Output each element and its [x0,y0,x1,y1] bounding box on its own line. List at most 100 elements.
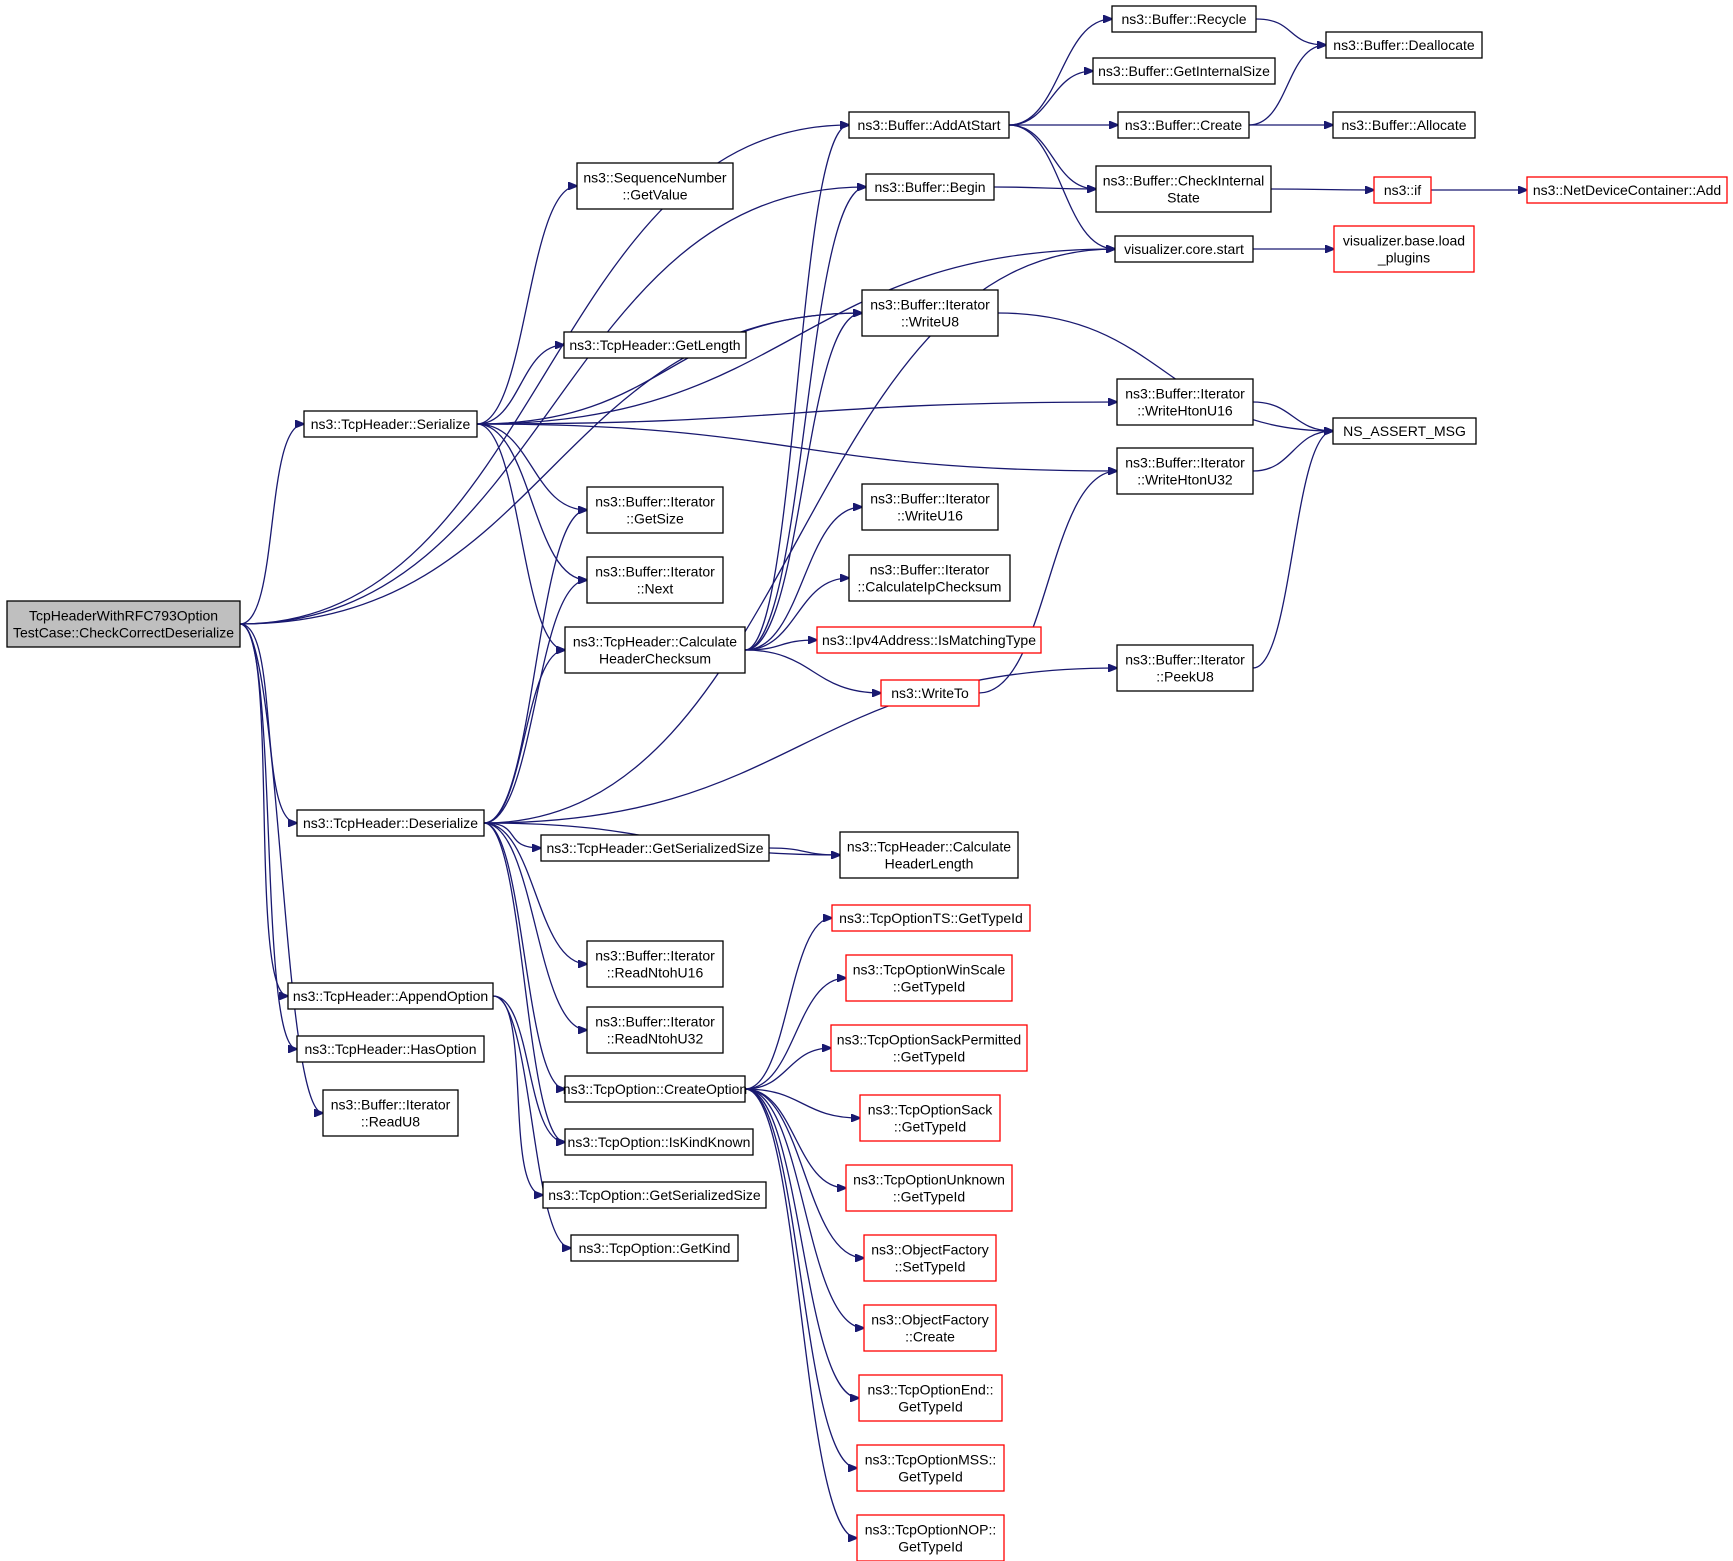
node-label: ::WriteU8 [901,314,959,330]
node-label: ns3::Buffer::Iterator [870,297,990,313]
node-next[interactable]: ns3::Buffer::Iterator::Next [586,556,724,604]
node-mssgettypeid[interactable]: ns3::TcpOptionMSS::GetTypeId [856,1444,1005,1492]
node-iskindknown[interactable]: ns3::TcpOption::IsKindKnown [564,1128,754,1156]
node-label: ns3::TcpOptionMSS:: [865,1452,997,1468]
node-writehtonu16[interactable]: ns3::Buffer::Iterator::WriteHtonU16 [1116,378,1254,426]
node-optserializedsize[interactable]: ns3::TcpOption::GetSerializedSize [542,1181,767,1209]
node-label: ns3::TcpOption::IsKindKnown [568,1134,751,1150]
node-label: _plugins [1377,250,1430,266]
node-label: ns3::Ipv4Address::IsMatchingType [822,632,1036,648]
edge-serialize-to-writehtonu32 [476,423,1117,471]
node-box [1117,111,1250,139]
node-serialize[interactable]: ns3::TcpHeader::Serialize [303,410,478,438]
node-getkind[interactable]: ns3::TcpOption::GetKind [570,1234,739,1262]
edge-root-to-addatstart [239,125,849,625]
node-box [848,111,1010,139]
node-sackpermgettypeid[interactable]: ns3::TcpOptionSackPermitted::GetTypeId [830,1024,1028,1072]
node-label: ns3::if [1384,182,1421,198]
node-getlength[interactable]: ns3::TcpHeader::GetLength [563,331,747,359]
node-label: ::Next [637,581,674,597]
node-label: ns3::TcpOptionWinScale [853,962,1006,978]
node-label: ::WriteU16 [897,508,963,524]
edge-peeku8-to-nsassert [1252,431,1333,669]
node-label: ns3::Buffer::Iterator [595,1014,715,1030]
node-label: HeaderLength [885,856,974,872]
node-recycle[interactable]: ns3::Buffer::Recycle [1111,5,1257,33]
node-box [848,554,1011,602]
node-writeu16[interactable]: ns3::Buffer::Iterator::WriteU16 [861,483,999,531]
node-writeu8[interactable]: ns3::Buffer::Iterator::WriteU8 [861,289,999,337]
node-writeto[interactable]: ns3::WriteTo [880,679,980,707]
node-box [863,1304,997,1352]
node-writehtonu32[interactable]: ns3::Buffer::Iterator::WriteHtonU32 [1116,447,1254,495]
node-readntohu32[interactable]: ns3::Buffer::Iterator::ReadNtohU32 [586,1006,724,1054]
edge-serialize-to-seqgetvalue [476,186,577,425]
edge-createoption-to-nopgettypeid [744,1088,857,1538]
node-root[interactable]: TcpHeaderWithRFC793OptionTestCase::Check… [6,600,241,648]
node-nsassert[interactable]: NS_ASSERT_MSG [1332,417,1477,445]
node-unknowngettypeid[interactable]: ns3::TcpOptionUnknown::GetTypeId [845,1164,1013,1212]
node-label: TcpHeaderWithRFC793Option [29,608,218,624]
node-deallocate[interactable]: ns3::Buffer::Deallocate [1325,31,1483,59]
node-ismatchingtype[interactable]: ns3::Ipv4Address::IsMatchingType [816,626,1042,654]
node-box [845,1164,1013,1212]
edge-appendoption-to-getkind [492,995,571,1248]
node-peeku8[interactable]: ns3::Buffer::Iterator::PeekU8 [1116,644,1254,692]
node-box [856,1444,1005,1492]
node-box [542,1181,767,1209]
node-readu8[interactable]: ns3::Buffer::Iterator::ReadU8 [322,1089,459,1137]
node-appendoption[interactable]: ns3::TcpHeader::AppendOption [287,982,494,1010]
node-label: ::GetValue [622,187,687,203]
node-loadplugins[interactable]: visualizer.base.load_plugins [1333,225,1475,273]
node-nsif[interactable]: ns3::if [1373,176,1432,204]
node-box [296,809,485,837]
node-box [1325,31,1483,59]
edge-serialize-to-next [476,423,587,580]
node-allocate[interactable]: ns3::Buffer::Allocate [1332,111,1476,139]
node-box [586,940,724,988]
node-label: ns3::TcpOptionSackPermitted [837,1032,1021,1048]
node-box [858,1374,1003,1422]
node-tsgettypeid[interactable]: ns3::TcpOptionTS::GetTypeId [831,904,1031,932]
node-nopgettypeid[interactable]: ns3::TcpOptionNOP::GetTypeId [856,1514,1005,1561]
node-getinternalsize[interactable]: ns3::Buffer::GetInternalSize [1092,57,1276,85]
node-hasoption[interactable]: ns3::TcpHeader::HasOption [296,1035,485,1063]
node-label: GetTypeId [898,1399,963,1415]
node-label: ns3::Buffer::Iterator [1125,386,1245,402]
node-box [863,1234,997,1282]
edge-calcchecksum-to-ismatchingtype [744,640,817,651]
edge-serialize-to-writehtonu16 [476,402,1117,425]
node-label: ns3::TcpHeader::GetSerializedSize [546,840,763,856]
node-addatstart[interactable]: ns3::Buffer::AddAtStart [848,111,1010,139]
node-begin[interactable]: ns3::Buffer::Begin [865,173,995,201]
node-sackgettypeid[interactable]: ns3::TcpOptionSack::GetTypeId [859,1094,1001,1142]
node-ofcreate[interactable]: ns3::ObjectFactory::Create [863,1304,997,1352]
edge-serialize-to-calcchecksum [476,423,565,650]
node-createoption[interactable]: ns3::TcpOption::CreateOption [563,1075,747,1103]
node-calcipchecksum[interactable]: ns3::Buffer::Iterator::CalculateIpChecks… [848,554,1011,602]
node-label: ns3::Buffer::Iterator [1125,455,1245,471]
node-ndcadd[interactable]: ns3::NetDeviceContainer::Add [1526,176,1728,204]
node-vizstart[interactable]: visualizer.core.start [1114,235,1254,263]
node-getsize[interactable]: ns3::Buffer::Iterator::GetSize [586,486,724,534]
node-ofsettypeid[interactable]: ns3::ObjectFactory::SetTypeId [863,1234,997,1282]
edge-serialize-to-getlength [476,345,564,425]
node-seqgetvalue[interactable]: ns3::SequenceNumber::GetValue [576,162,734,210]
edge-calcchecksum-to-writeto [744,649,881,693]
edge-createoption-to-ofcreate [744,1088,864,1328]
node-label: ns3::Buffer::Iterator [870,562,990,578]
node-bufcreate[interactable]: ns3::Buffer::Create [1117,111,1250,139]
node-box [1332,111,1476,139]
node-label: ns3::Buffer::Iterator [1125,652,1245,668]
node-endgettypeid[interactable]: ns3::TcpOptionEnd::GetTypeId [858,1374,1003,1422]
node-getserializedsize[interactable]: ns3::TcpHeader::GetSerializedSize [540,834,770,862]
node-label: ns3::TcpHeader::Calculate [847,839,1011,855]
node-deserialize[interactable]: ns3::TcpHeader::Deserialize [296,809,485,837]
node-winscalegettypeid[interactable]: ns3::TcpOptionWinScale::GetTypeId [845,954,1013,1002]
node-label: ns3::Buffer::Recycle [1121,11,1246,27]
node-readntohu16[interactable]: ns3::Buffer::Iterator::ReadNtohU16 [586,940,724,988]
node-label: ns3::TcpOption::GetKind [579,1240,731,1256]
